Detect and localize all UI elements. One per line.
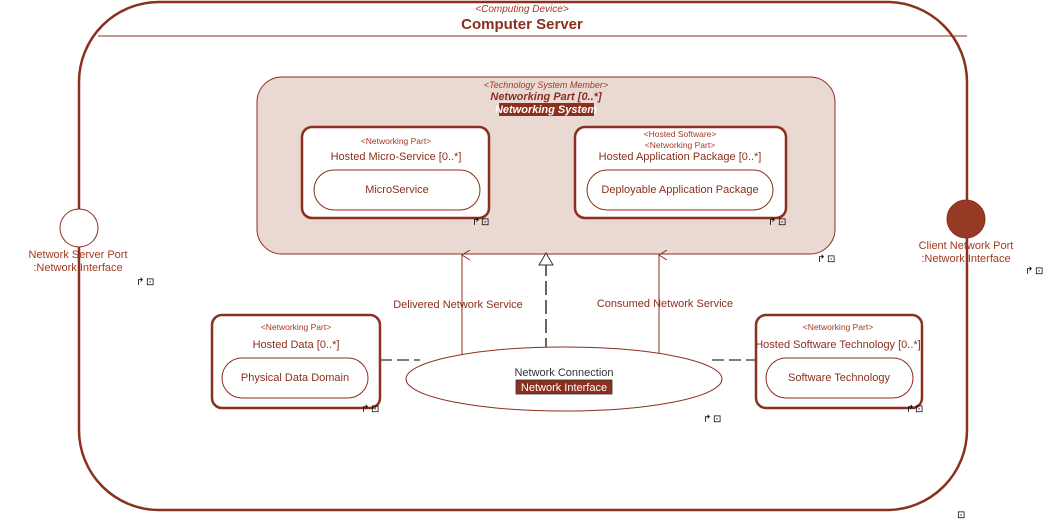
software-technology-type: Software Technology (788, 372, 890, 384)
link-icon[interactable]: ↱ (703, 414, 711, 425)
link-icon-group-8[interactable]: ↱ ⊡ (906, 404, 923, 415)
expand-icon[interactable]: ⊡ (713, 414, 721, 425)
expand-icon[interactable]: ⊡ (778, 217, 786, 228)
link-icon[interactable]: ↱ (906, 404, 914, 415)
expand-icon[interactable]: ⊡ (957, 510, 965, 520)
networking-system-role: Networking Part [0..*] (490, 91, 602, 103)
network-connection-name: Network Connection (514, 367, 613, 379)
software-technology-stereotype: <Networking Part> (803, 322, 873, 332)
app-package-stereotype-2: <Networking Part> (645, 140, 715, 150)
hosted-application-package-part[interactable]: <Hosted Software> <Networking Part> Host… (573, 125, 788, 220)
link-icon[interactable]: ↱ (136, 277, 144, 288)
expand-icon[interactable]: ⊡ (827, 254, 835, 265)
app-package-stereotype-1: <Hosted Software> (644, 129, 717, 139)
expand-icon[interactable]: ⊡ (371, 404, 379, 415)
link-icon[interactable]: ↱ (361, 404, 369, 415)
client-network-port[interactable]: Client Network Port :Network Interface (919, 199, 1014, 265)
server-port-name: Network Server Port (28, 249, 127, 261)
link-icon-group-3[interactable]: ↱ ⊡ (768, 217, 786, 228)
client-port-type: :Network Interface (921, 253, 1010, 265)
expand-icon[interactable]: ⊡ (1035, 266, 1043, 277)
expand-icon[interactable]: ⊡ (146, 277, 154, 288)
software-technology-title: Hosted Software Technology [0..*] (755, 339, 921, 351)
expand-icon[interactable]: ⊡ (481, 217, 489, 228)
networking-system-stereotype: <Technology System Member> (484, 80, 608, 90)
expand-icon[interactable]: ⊡ (915, 404, 923, 415)
device-stereotype: <Computing Device> (475, 4, 569, 15)
link-icon-group-4[interactable]: ↱ ⊡ (817, 254, 835, 265)
link-icon[interactable]: ↱ (817, 254, 825, 265)
link-icon-group-5[interactable]: ↱ ⊡ (1025, 266, 1043, 277)
dependency-arrows: Delivered Network Service Consumed Netwo… (393, 255, 733, 356)
app-package-type: Deployable Application Package (601, 184, 758, 196)
delivered-network-service-label: Delivered Network Service (393, 299, 523, 311)
link-icon-group-2[interactable]: ↱ ⊡ (472, 217, 489, 228)
link-icon[interactable]: ↱ (768, 217, 776, 228)
connection-links (380, 252, 756, 361)
network-connection[interactable]: Network Connection Network Interface (405, 346, 723, 412)
micro-service-stereotype: <Networking Part> (361, 136, 431, 146)
client-port-name: Client Network Port (919, 240, 1014, 252)
hosted-data-part[interactable]: <Networking Part> Hosted Data [0..*] Phy… (210, 313, 382, 410)
link-icon-group-6[interactable]: ↱ ⊡ (361, 404, 379, 415)
link-icon[interactable]: ↱ (1025, 266, 1033, 277)
micro-service-title: Hosted Micro-Service [0..*] (331, 151, 462, 163)
hosted-data-title: Hosted Data [0..*] (253, 339, 340, 351)
hosted-data-stereotype: <Networking Part> (261, 322, 331, 332)
device-title: Computer Server (461, 16, 583, 33)
networking-system-type: Networking System (495, 104, 597, 116)
consumed-network-service-label: Consumed Network Service (597, 298, 733, 310)
hosted-data-type: Physical Data Domain (241, 372, 349, 384)
link-icon-group-7[interactable]: ↱ ⊡ (703, 414, 721, 425)
link-icon[interactable]: ↱ (472, 217, 480, 228)
hosted-software-technology-part[interactable]: <Networking Part> Hosted Software Techno… (754, 313, 924, 410)
network-connection-type: Network Interface (521, 382, 607, 394)
hosted-micro-service-part[interactable]: <Networking Part> Hosted Micro-Service [… (300, 125, 491, 220)
app-package-title: Hosted Application Package [0..*] (599, 151, 762, 163)
network-server-port[interactable]: Network Server Port :Network Interface (28, 208, 128, 274)
generalization-arrowhead (538, 252, 554, 266)
link-icon-group-1[interactable]: ↱ ⊡ (136, 277, 154, 288)
micro-service-type: MicroService (365, 184, 429, 196)
server-port-type: :Network Interface (33, 262, 122, 274)
link-icon-group-9[interactable]: ⊡ (957, 510, 965, 520)
